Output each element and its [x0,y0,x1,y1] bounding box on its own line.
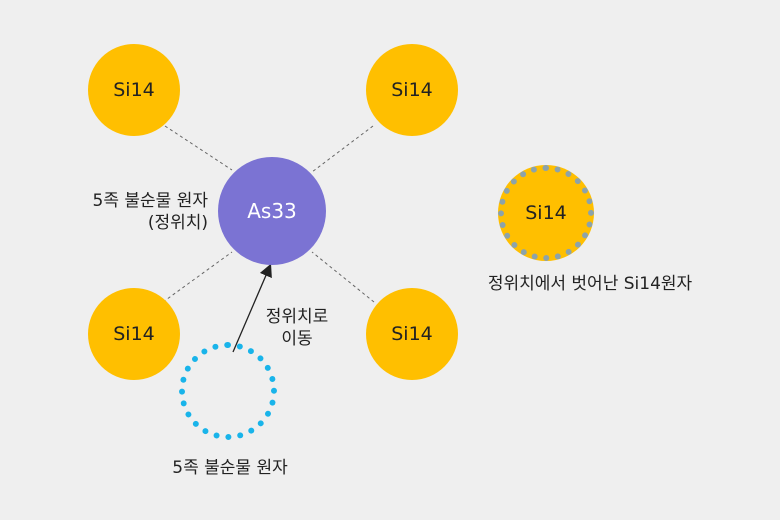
impurity-label-line2: (정위치) [147,213,208,233]
vacancy-caption: 5족 불순물 원자 [172,458,288,478]
impurity-label: 5족 불순물 원자 (정위치) [40,190,208,234]
bond-line-top-left [164,125,233,171]
si-atom-bottom-right: Si14 [366,288,458,380]
impurity-label-line1: 5족 불순물 원자 [92,191,208,211]
bond-line-top-right [311,125,374,173]
move-label-line1: 정위치로 [265,307,329,327]
bond-line-bottom-left [162,251,233,303]
si-atom-top-left: Si14 [88,44,180,136]
move-label: 정위치로 이동 [252,306,342,350]
as-atom-center: As33 [218,157,326,265]
si-atom-bottom-left: Si14 [88,288,180,380]
vacancy-site [179,342,277,440]
si-atom-top-right: Si14 [366,44,458,136]
bond-line-bottom-right [311,251,375,303]
displaced-si-atom: Si14 [498,165,594,261]
displaced-caption: 정위치에서 벗어난 Si14원자 [487,274,693,294]
move-arrow [232,263,272,353]
move-label-line2: 이동 [281,329,313,349]
